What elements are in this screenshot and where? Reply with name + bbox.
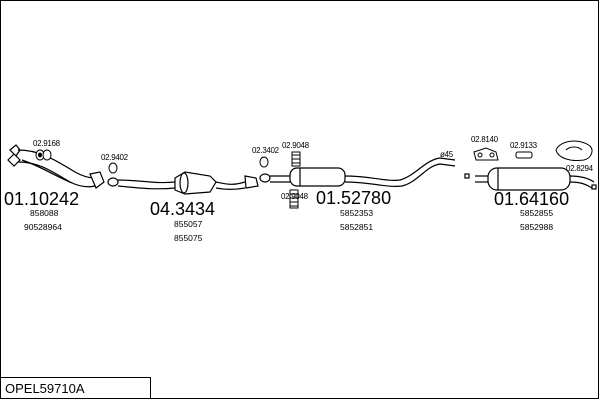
oe-number: 5852353	[340, 208, 373, 218]
oe-number: 5852851	[340, 222, 373, 232]
gasket-drawing-3402	[259, 156, 269, 168]
part-number-01-10242: 01.10242	[4, 189, 79, 209]
oe-number: 90528964	[24, 222, 62, 232]
part-number-01-52780: 01.52780	[316, 188, 391, 208]
pipe-diameter: ø45	[440, 150, 454, 159]
gasket-drawing-9402	[108, 162, 118, 174]
accessory-number: 02.9048	[281, 192, 309, 201]
oe-number: 5852855	[520, 208, 553, 218]
accessory-number: 02.8294	[566, 164, 594, 173]
part-number-04-3434: 04.3434	[150, 199, 215, 219]
centre-silencer-drawing	[259, 157, 456, 188]
title-box	[0, 377, 151, 399]
accessory-number: 02.9168	[33, 139, 61, 148]
accessory-number: 02.9048	[282, 141, 310, 150]
diagram-code: OPEL59710A	[5, 381, 85, 396]
front-pipe-drawing	[7, 144, 105, 189]
oe-number: 855057	[174, 219, 203, 229]
accessory-number: 02.8140	[471, 135, 499, 144]
accessory-number: 02.9402	[101, 153, 129, 162]
hanger-drawing-8140	[473, 147, 499, 161]
gasket-drawing-9168	[35, 149, 52, 161]
hanger-drawing-9048-bottom	[289, 189, 299, 209]
rear-silencer-drawing	[464, 167, 597, 191]
heat-shield-drawing-8294	[555, 140, 593, 161]
oe-number: 5852988	[520, 222, 553, 232]
oe-number: 855075	[174, 233, 203, 243]
accessory-number: 02.3402	[252, 146, 280, 155]
part-number-01-64160: 01.64160	[494, 189, 569, 209]
hanger-drawing-9133	[515, 151, 533, 159]
oe-number: 858088	[30, 208, 59, 218]
accessory-number: 02.9133	[510, 141, 538, 150]
hanger-drawing-9048-top	[291, 151, 301, 167]
catalyst-drawing	[107, 171, 259, 195]
